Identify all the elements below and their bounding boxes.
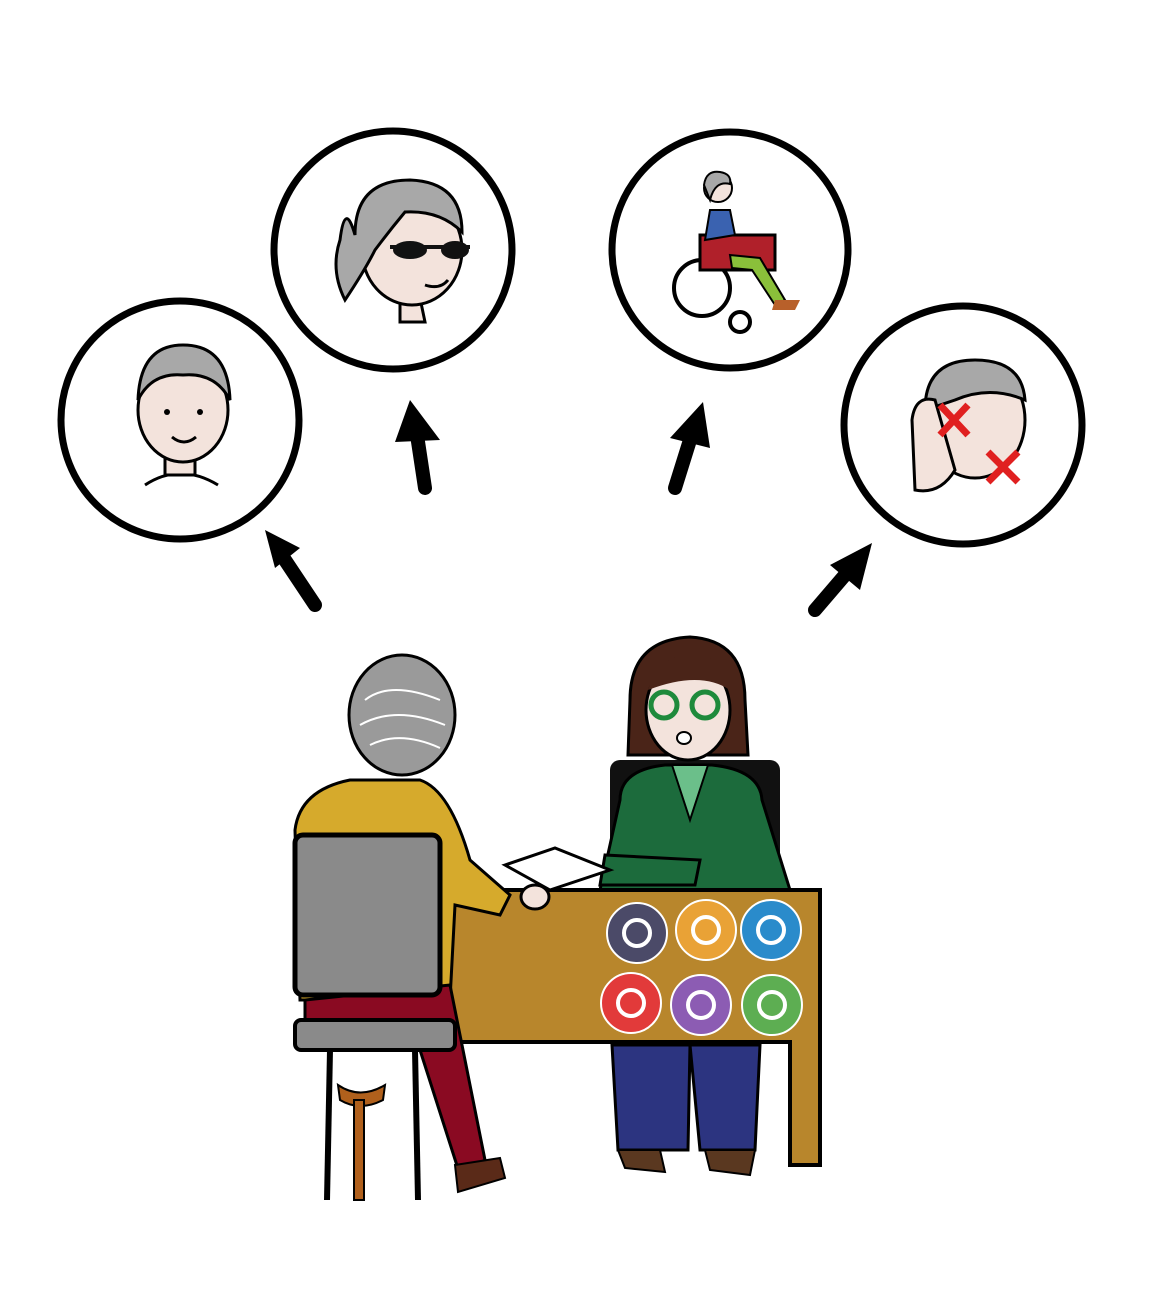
- bubble-blind-person: [270, 127, 516, 373]
- hearing-loop-icon: [670, 974, 732, 1036]
- chronic-pain-icon: [600, 972, 662, 1034]
- staff-woman: [598, 635, 793, 1177]
- cognitive-face-icon-glyph: [691, 915, 721, 945]
- crutch: [336, 1082, 387, 1201]
- arrow-to-deaf-mute-person: [808, 543, 872, 617]
- low-vision-eye-icon: [740, 899, 802, 961]
- chronic-pain-icon-glyph: [616, 988, 646, 1018]
- older-person-face-icon: [136, 343, 232, 487]
- cognitive-face-icon: [675, 899, 737, 961]
- deaf-mute-person-icon: [910, 358, 1027, 493]
- arrow-to-blind-person: [395, 400, 440, 495]
- low-vision-eye-icon-glyph: [756, 915, 786, 945]
- arrow-to-wheelchair-user: [668, 402, 710, 495]
- bubble-wheelchair-user: [608, 128, 852, 372]
- sign-language-icon: [606, 902, 668, 964]
- visitor-man: [292, 653, 551, 1201]
- arrow-to-older-person: [265, 530, 322, 612]
- blind-person-sunglasses-icon: [334, 178, 470, 324]
- wheelchair-access-icon: [741, 974, 803, 1036]
- bubble-deaf-mute-person: [840, 302, 1086, 548]
- bubble-older-person: [57, 297, 303, 543]
- desk: [438, 888, 822, 1167]
- document-paper: [501, 846, 615, 892]
- sign-language-icon-glyph: [622, 918, 652, 948]
- person-in-wheelchair-icon: [672, 170, 800, 334]
- hearing-loop-icon-glyph: [686, 990, 716, 1020]
- wheelchair-access-icon-glyph: [757, 990, 787, 1020]
